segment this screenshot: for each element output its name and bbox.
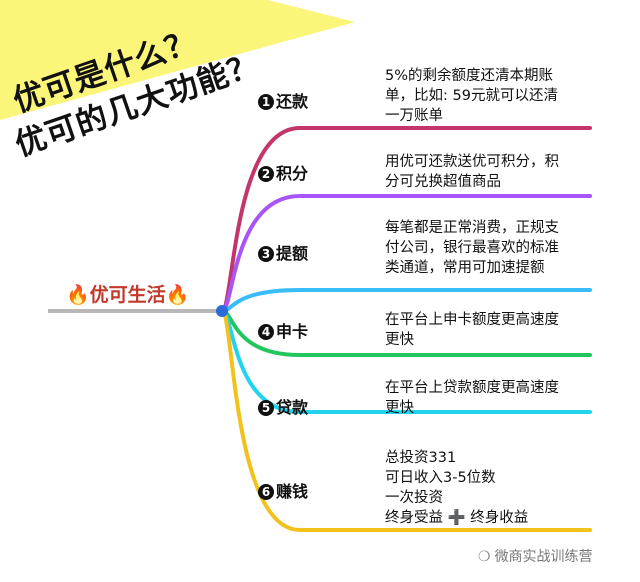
- branch-line-1: [220, 125, 592, 313]
- description-line: 5%的剩余额度还清本期账: [385, 68, 554, 84]
- branch-description-2: 用优可还款送优可积分，积分可兑换超值商品: [385, 152, 585, 192]
- number-badge: 2: [258, 166, 274, 182]
- description-line: 可日收入3-5位数: [385, 470, 496, 486]
- root-node: [216, 305, 228, 317]
- fire-icon: 🔥: [66, 284, 90, 306]
- banner-background: [0, 0, 355, 120]
- description-line: 付公司，银行最喜欢的标准: [385, 240, 559, 256]
- branch-description-4: 在平台上申卡额度更高速度更快: [385, 310, 585, 350]
- branch-label-text: 赚钱: [276, 482, 309, 501]
- branch-line-3: [220, 288, 592, 313]
- branch-line-5: [220, 309, 592, 414]
- number-badge: 1: [258, 94, 274, 110]
- branch-description-5: 在平台上贷款额度更高速度更快: [385, 378, 585, 418]
- branch-description-1: 5%的剩余额度还清本期账单，比如: 59元就可以还清一万账单: [385, 66, 585, 126]
- branch-label-text: 贷款: [276, 398, 309, 417]
- description-line: 一万账单: [385, 108, 443, 124]
- description-line: 类通道，常用可加速提额: [385, 260, 545, 276]
- root-node-label: 🔥优可生活🔥: [66, 280, 189, 307]
- description-line: 更快: [385, 332, 414, 348]
- description-line: 终身受益 ➕ 终身收益: [385, 510, 529, 526]
- branch-label-text: 还款: [276, 92, 309, 111]
- description-line: 分可兑换超值商品: [385, 174, 501, 190]
- branch-description-6: 总投资331 可日收入3-5位数一次投资终身受益 ➕ 终身收益: [385, 448, 585, 528]
- branch-label-text: 积分: [276, 164, 309, 183]
- description-line: 一次投资: [385, 490, 443, 506]
- number-badge: 3: [258, 246, 274, 262]
- number-badge: 4: [258, 324, 274, 340]
- number-badge: 6: [258, 484, 274, 500]
- branch-line-4: [220, 309, 592, 357]
- branch-description-3: 每笔都是正常消费，正规支付公司，银行最喜欢的标准类通道，常用可加速提额: [385, 218, 585, 278]
- watermark: ❍微商实战训练营: [478, 546, 593, 566]
- description-line: 单，比如: 59元就可以还清: [385, 88, 558, 104]
- wechat-icon: ❍: [478, 549, 491, 565]
- description-line: 每笔都是正常消费，正规支: [385, 220, 559, 236]
- description-line: 用优可还款送优可积分，积: [385, 154, 559, 170]
- branch-label-text: 提额: [276, 244, 309, 263]
- branch-line-2: [220, 194, 592, 313]
- description-line: 总投资331: [385, 450, 457, 466]
- description-line: 更快: [385, 400, 414, 416]
- branch-line-6: [220, 309, 592, 532]
- description-line: 在平台上贷款额度更高速度: [385, 380, 559, 396]
- watermark-text: 微商实战训练营: [494, 549, 593, 565]
- root-label-text: 优可生活: [89, 284, 166, 306]
- branch-label-text: 申卡: [276, 322, 309, 341]
- number-badge: 5: [258, 400, 274, 416]
- fire-icon: 🔥: [165, 284, 190, 306]
- description-line: 在平台上申卡额度更高速度: [385, 312, 559, 328]
